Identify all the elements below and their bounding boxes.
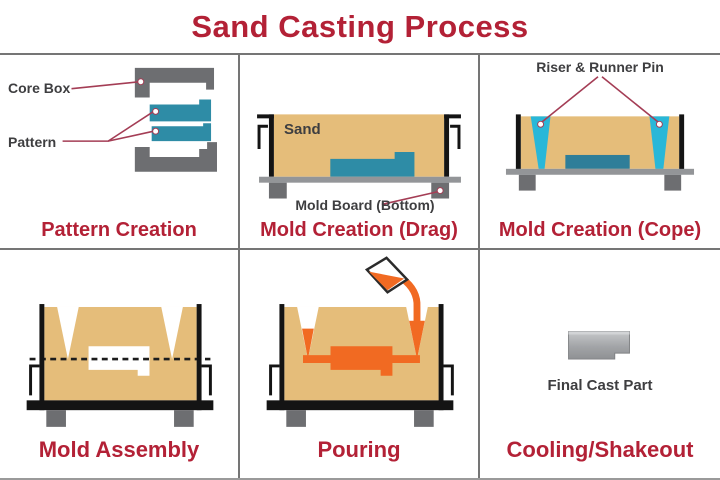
pouring-ladle (364, 256, 410, 294)
riser-leader-line-left (541, 76, 599, 123)
pattern-leader-line-1 (62, 110, 155, 142)
embedded-pattern (565, 154, 630, 169)
caption-pouring: Pouring (317, 437, 401, 462)
ladle-molten-metal (368, 271, 405, 291)
caption-mold-creation-drag: Mold Creation (Drag) (260, 219, 458, 241)
board-foot-left (286, 410, 306, 427)
caption-mold-creation-cope: Mold Creation (Cope) (498, 219, 702, 241)
pattern-leader-line-2 (107, 130, 154, 142)
final-cast-part-label: Final Cast Part (547, 377, 653, 394)
cooling-illustration (568, 331, 630, 360)
runner-channel-right (389, 355, 420, 363)
board-foot-right (174, 410, 194, 427)
pattern-label: Pattern (8, 134, 57, 150)
pattern-creation-illustration (62, 67, 217, 172)
riser-funnel-right (161, 306, 183, 360)
caption-cooling-shakeout: Cooling/Shakeout (506, 437, 694, 462)
riser-leader-line-right (601, 76, 659, 123)
molten-metal-funnel-left (302, 328, 314, 360)
flask-handle-right (201, 364, 212, 396)
core-box-top-shape (134, 67, 215, 98)
leader-dot (436, 187, 444, 195)
flask-wall-left (39, 304, 45, 411)
core-box-label: Core Box (8, 80, 71, 96)
panel-mold-creation-cope: Riser & Runner Pin Mold Creation (Cope) (480, 55, 720, 250)
mold-board (259, 176, 461, 183)
flask-wall-right (438, 304, 444, 411)
panel-cooling-shakeout: Final Cast Part Cooling/Shakeout (480, 250, 720, 478)
molten-metal-funnel-right (409, 320, 425, 360)
flask-cap-left (257, 114, 274, 119)
sand-label: Sand (284, 121, 321, 138)
pattern-bar-bottom (151, 123, 212, 142)
leader-dot (137, 78, 145, 86)
flask-cap-right (444, 114, 461, 119)
caption-mold-assembly: Mold Assembly (38, 437, 200, 462)
flask-handle-right (443, 364, 454, 396)
flask-wall-right (679, 114, 685, 171)
flask-wall-left (515, 114, 521, 171)
leader-dot (655, 120, 663, 128)
board-foot-left (518, 174, 536, 191)
flask-handle-left (29, 364, 40, 396)
bottom-board (266, 400, 454, 411)
pouring-illustration (266, 256, 454, 427)
riser-pin-left (530, 116, 551, 169)
sprue-funnel-left (57, 306, 79, 360)
runner-channel-left (303, 355, 333, 363)
leader-dot (537, 120, 545, 128)
mold-board (505, 168, 695, 175)
core-box-bottom-shape (134, 142, 217, 172)
panel-pattern-creation: Core Box Pattern Pattern Creation (0, 55, 240, 250)
board-foot-left (268, 182, 287, 199)
flask-wall-right (196, 304, 202, 411)
flask-wall-right (444, 114, 450, 177)
caption-pattern-creation: Pattern Creation (41, 219, 197, 241)
leader-dot (152, 107, 160, 115)
mold-cope-illustration (505, 76, 695, 191)
bottom-board (26, 400, 214, 411)
flask-handle-right (450, 124, 461, 150)
mold-assembly-illustration (26, 304, 214, 427)
mold-drag-illustration (257, 114, 461, 206)
page-title: Sand Casting Process (191, 8, 529, 44)
embedded-pattern (330, 151, 415, 177)
filled-cavity (330, 346, 393, 376)
process-grid: Core Box Pattern Pattern Creation S (0, 53, 720, 480)
core-box-leader-line (71, 80, 140, 90)
board-foot-right (414, 410, 434, 427)
mold-board-label: Mold Board (Bottom) (295, 197, 435, 213)
panel-mold-assembly: Mold Assembly (0, 250, 240, 478)
leader-dot (152, 127, 160, 135)
flask-handle-left (269, 364, 280, 396)
runner-pin-right (649, 116, 670, 169)
mold-cavity (88, 346, 150, 376)
pattern-bar-top (149, 99, 212, 122)
riser-runner-label: Riser & Runner Pin (536, 59, 664, 75)
board-foot-left (46, 410, 66, 427)
cast-part-highlight (568, 331, 630, 335)
panel-mold-creation-drag: Sand Mold Board (Bottom) Mold Creation (… (240, 55, 480, 250)
mold-board-leader-line (381, 190, 439, 206)
final-cast-part-shape (568, 331, 630, 360)
flask-handle-left (257, 124, 268, 150)
panel-pouring: Pouring (240, 250, 480, 478)
board-foot-right (664, 174, 682, 191)
flask-wall-left (268, 114, 274, 177)
flask-wall-left (279, 304, 285, 411)
